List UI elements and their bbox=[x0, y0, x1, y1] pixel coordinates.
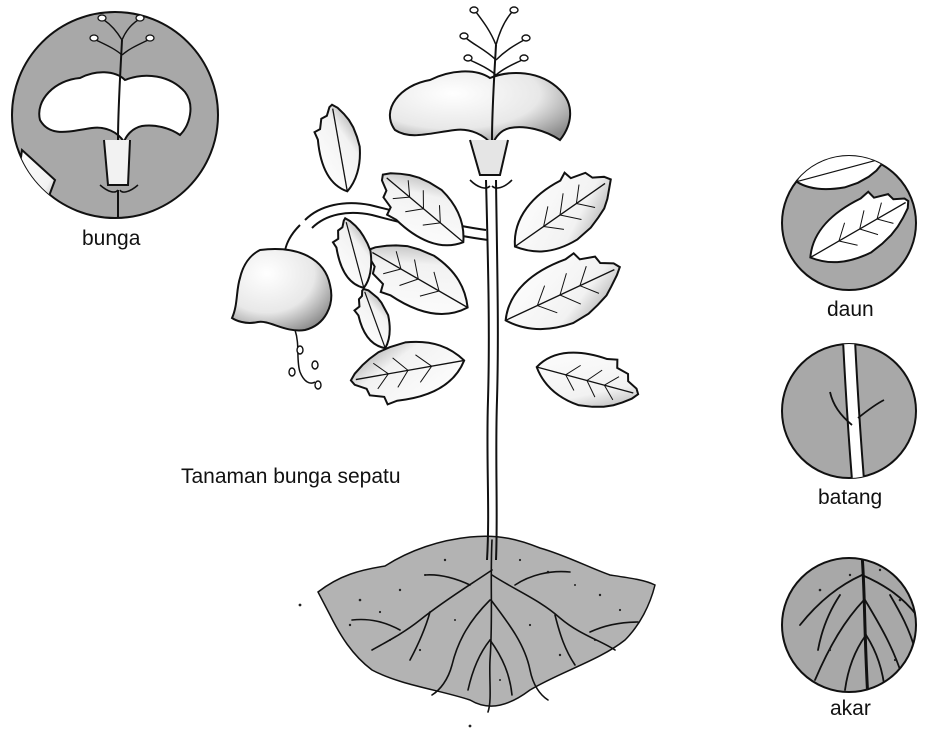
inset-stem bbox=[782, 340, 916, 480]
inset-root bbox=[782, 555, 920, 700]
drooping-flower bbox=[232, 225, 331, 389]
main-caption: Tanaman bunga sepatu bbox=[181, 465, 401, 489]
inset-leaf bbox=[782, 137, 921, 290]
label-stem: batang bbox=[818, 486, 882, 510]
inset-flower bbox=[12, 12, 218, 230]
label-flower: bunga bbox=[82, 227, 140, 251]
label-leaf: daun bbox=[827, 298, 874, 322]
top-flower bbox=[390, 7, 570, 188]
label-root: akar bbox=[830, 697, 871, 721]
soil bbox=[299, 536, 655, 727]
